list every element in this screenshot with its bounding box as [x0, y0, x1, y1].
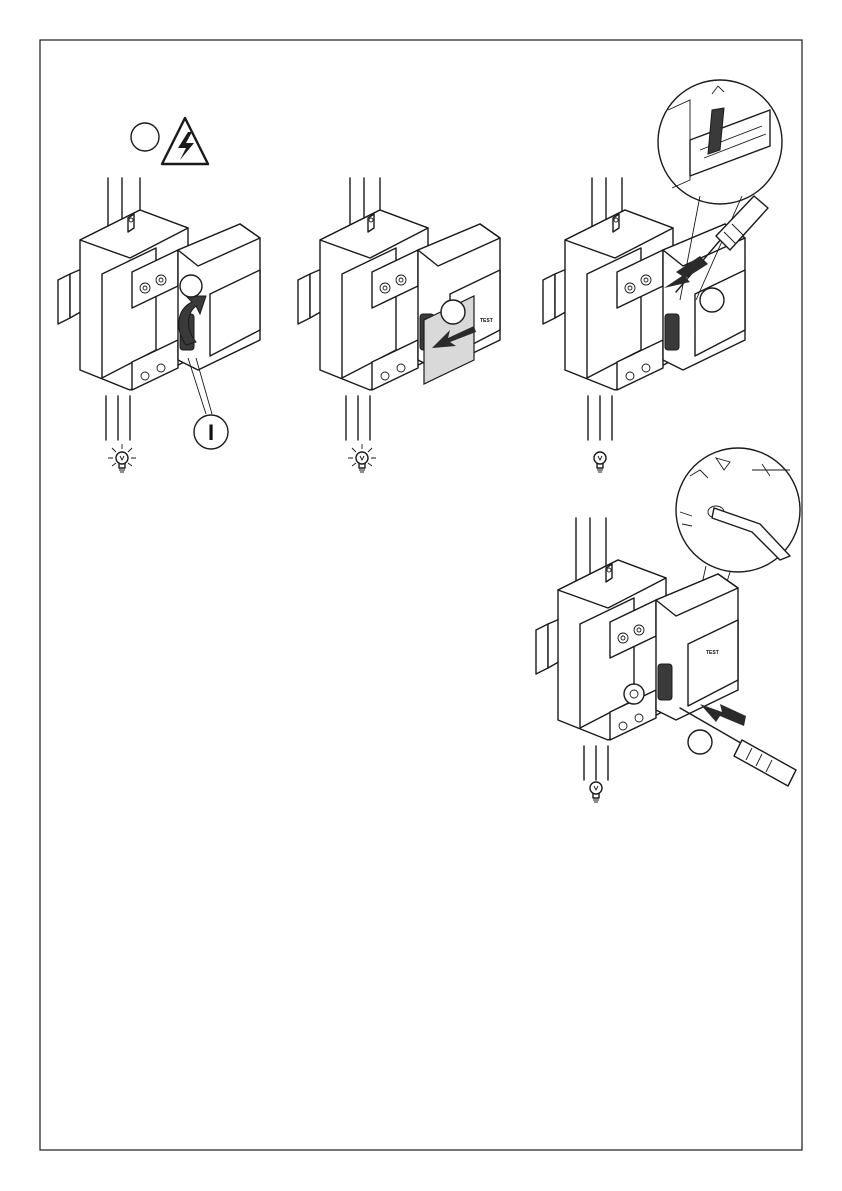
breaker-assembly	[58, 210, 260, 390]
test-label: TEST	[480, 318, 493, 324]
high-voltage-warning-icon	[162, 118, 208, 164]
figure-step-4: TEST	[536, 448, 800, 802]
callout-circle	[700, 288, 724, 312]
lamp-off-icon	[590, 782, 602, 802]
lamp-off-icon	[594, 452, 606, 472]
magnifier-detail-icon	[658, 80, 782, 204]
figure-step-2: TEST	[298, 178, 500, 472]
magnifier-detail-icon	[676, 448, 800, 572]
rotary-knob	[624, 684, 644, 704]
callout-circle	[688, 730, 712, 754]
callout-circle	[180, 275, 202, 297]
load-wires	[346, 396, 370, 440]
load-wires	[584, 746, 608, 780]
callout-circle	[441, 300, 465, 324]
switch-on-label: I	[208, 420, 214, 445]
lamp-on-icon	[348, 444, 376, 472]
figure-step-1: I	[58, 118, 260, 472]
load-wires	[588, 396, 612, 440]
step-number-circle	[131, 123, 159, 151]
test-label: TEST	[706, 650, 719, 656]
figure-step-3	[543, 80, 782, 472]
lamp-on-icon	[108, 444, 136, 472]
load-wires	[106, 396, 130, 440]
